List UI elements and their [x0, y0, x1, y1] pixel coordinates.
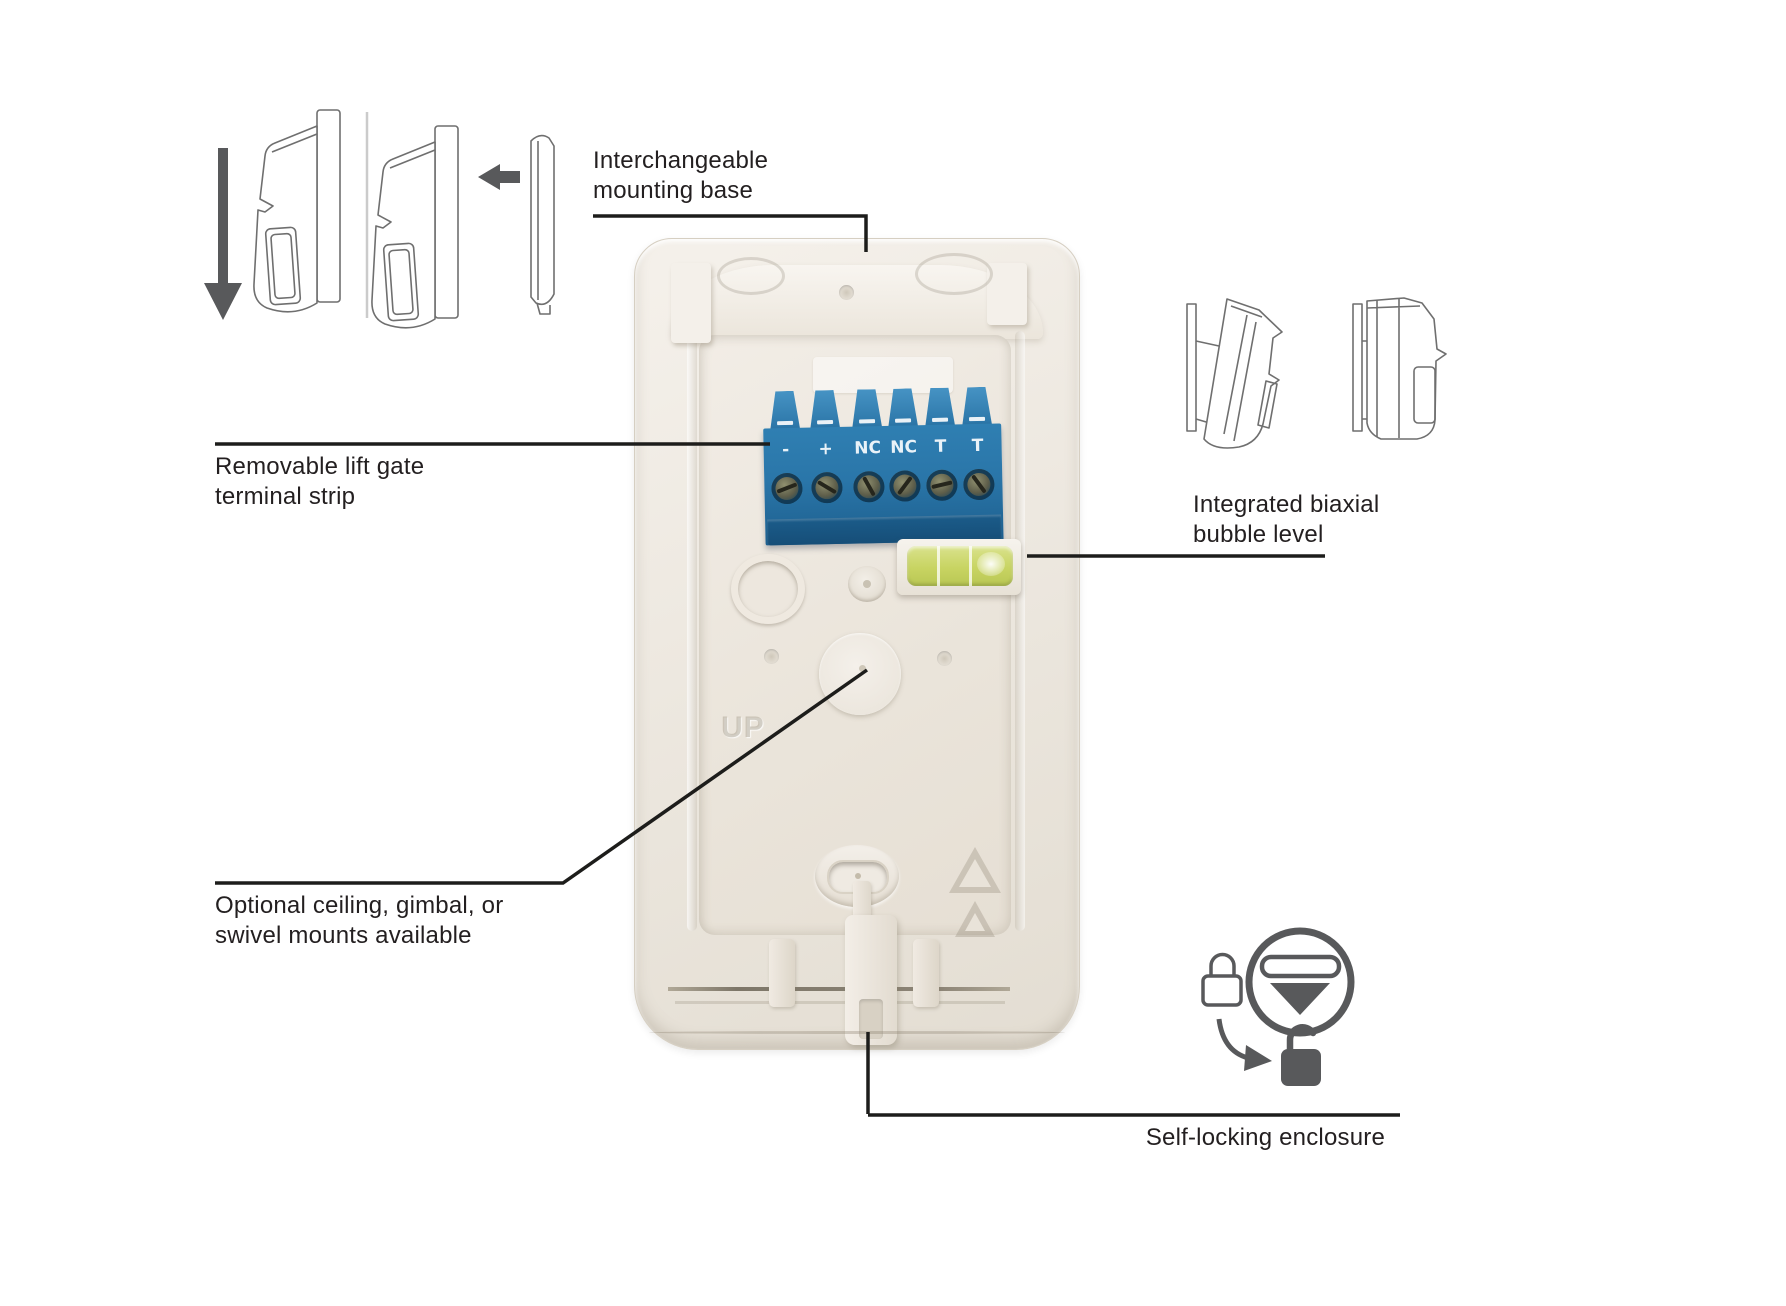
terminal-clamp	[924, 387, 955, 427]
flat-mounting-plate	[530, 134, 555, 306]
callout-line: Integrated biaxial	[1193, 491, 1380, 518]
mount-knockout-circle	[819, 633, 901, 715]
callout-line: bubble level	[1193, 521, 1324, 548]
callout-line: Removable lift gate	[215, 453, 425, 480]
callout-mounting-base: Interchangeable mounting base	[593, 146, 768, 206]
self-locking-latch	[845, 915, 897, 1045]
terminal-label: -	[781, 439, 790, 461]
bubble-level-holder	[897, 539, 1021, 595]
padlock-locked-icon	[1201, 952, 1243, 1007]
guide-post-right	[913, 939, 939, 1007]
callout-line: Self-locking enclosure	[1145, 1124, 1385, 1151]
terminal-backplate	[813, 357, 953, 393]
callout-line: terminal strip	[215, 483, 356, 510]
embossed-up-text: UP	[721, 711, 765, 744]
base-right-wall	[1015, 331, 1025, 931]
terminal-screw	[963, 468, 995, 501]
terminal-body: - + NC NC T T	[763, 423, 1004, 546]
detector-slide-figure	[204, 109, 341, 320]
bubble-level-vial	[907, 546, 1013, 586]
terminal-clamp	[961, 387, 992, 427]
screw-hole-top	[839, 285, 854, 300]
callout-line: Interchangeable	[593, 147, 769, 174]
callout-bubble-level: Integrated biaxial bubble level	[1193, 490, 1379, 550]
terminal-label: NC	[854, 438, 882, 459]
spring-wire	[668, 987, 1010, 991]
screw-boss	[848, 566, 886, 602]
base-clip-left	[671, 263, 711, 343]
callout-line: swivel mounts available	[215, 922, 472, 949]
left-arrow-icon	[478, 164, 520, 190]
padlock-unlocked-icon	[1281, 1024, 1321, 1086]
base-left-wall	[687, 331, 697, 931]
terminal-clamp	[769, 391, 800, 431]
callout-line: mounting base	[593, 177, 754, 204]
spring-wire-shadow	[675, 1001, 1005, 1004]
terminal-clamp	[851, 389, 882, 429]
callout-line: Optional ceiling, gimbal, or	[215, 892, 504, 919]
gimbal-tilt-figure	[1186, 298, 1283, 449]
guide-post-left	[769, 939, 795, 1007]
terminal-label: +	[818, 439, 833, 460]
terminal-clamp	[809, 390, 840, 430]
cable-knockout-left	[717, 257, 785, 295]
pilot-hole-right	[937, 651, 952, 666]
callout-enclosure: Self-locking enclosure	[1040, 1123, 1385, 1153]
base-clip-right	[987, 263, 1027, 325]
cable-knockout-right	[915, 253, 993, 295]
terminal-label: NC	[890, 437, 918, 458]
terminal-clamp	[887, 388, 918, 428]
base-attach-figure	[371, 125, 555, 329]
terminal-screw	[853, 470, 885, 503]
self-locking-icon-group	[1201, 927, 1355, 1086]
pilot-hole-left	[764, 649, 779, 664]
curved-arrow-icon	[1216, 1018, 1272, 1071]
callout-terminal-strip: Removable lift gate terminal strip	[215, 452, 424, 512]
terminal-label: T	[934, 436, 947, 457]
callout-mounts: Optional ceiling, gimbal, or swivel moun…	[215, 891, 503, 951]
ring-hole	[731, 554, 805, 624]
terminal-screw	[811, 471, 843, 504]
terminal-strip: - + NC NC T T	[762, 387, 1004, 546]
latch-slot-circle-icon	[1245, 927, 1355, 1037]
mounting-base-photo: - + NC NC T T	[634, 238, 1080, 1050]
base-bottom-seam	[649, 1031, 1065, 1034]
terminal-screw	[926, 469, 958, 502]
latch-stem	[853, 881, 871, 919]
terminal-screw	[889, 470, 921, 502]
down-arrow-icon	[204, 148, 242, 320]
swivel-straight-figure	[1352, 297, 1447, 440]
terminal-screw	[771, 472, 803, 505]
terminal-label: T	[971, 435, 984, 457]
